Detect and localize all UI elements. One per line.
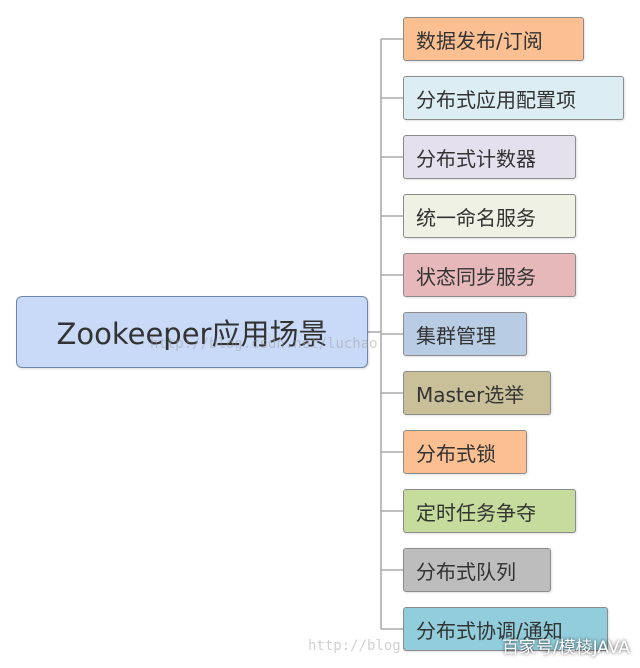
root-topic-label: Zookeeper应用场景: [56, 317, 328, 351]
watermark-brand: 百家号/模棱JAVA: [501, 638, 630, 658]
child-topic-label: 分布式锁: [416, 441, 496, 466]
child-topic-label: 分布式应用配置项: [416, 87, 576, 112]
child-topic: 数据发布/订阅: [403, 17, 584, 61]
root-topic: Zookeeper应用场景: [16, 296, 368, 368]
watermark-url: http://blog.csdn.net/luchao: [150, 336, 378, 352]
child-topic: 分布式队列: [403, 548, 551, 592]
child-topic: 定时任务争夺: [403, 489, 576, 533]
watermark-url-bottom: http://blog.: [308, 638, 410, 654]
child-topic: 分布式协调/通知: [403, 607, 608, 651]
child-topic: 分布式应用配置项: [403, 76, 624, 120]
child-topic-label: 统一命名服务: [416, 205, 536, 230]
child-topic: 集群管理: [403, 312, 527, 356]
child-topic-label: 定时任务争夺: [416, 500, 536, 525]
child-topic: 状态同步服务: [403, 253, 576, 297]
child-topic-label: 分布式计数器: [416, 146, 536, 171]
child-topic: 分布式计数器: [403, 135, 576, 179]
child-topic-label: 状态同步服务: [416, 264, 536, 289]
child-topic: Master选举: [403, 371, 551, 415]
child-topic: 统一命名服务: [403, 194, 576, 238]
child-topic-label: Master选举: [416, 382, 525, 407]
child-topic-label: 集群管理: [416, 323, 496, 348]
child-topic-label: 分布式队列: [416, 559, 516, 584]
child-topic-label: 数据发布/订阅: [416, 28, 543, 53]
child-topic: 分布式锁: [403, 430, 527, 474]
child-topic-label: 分布式协调/通知: [416, 618, 563, 643]
